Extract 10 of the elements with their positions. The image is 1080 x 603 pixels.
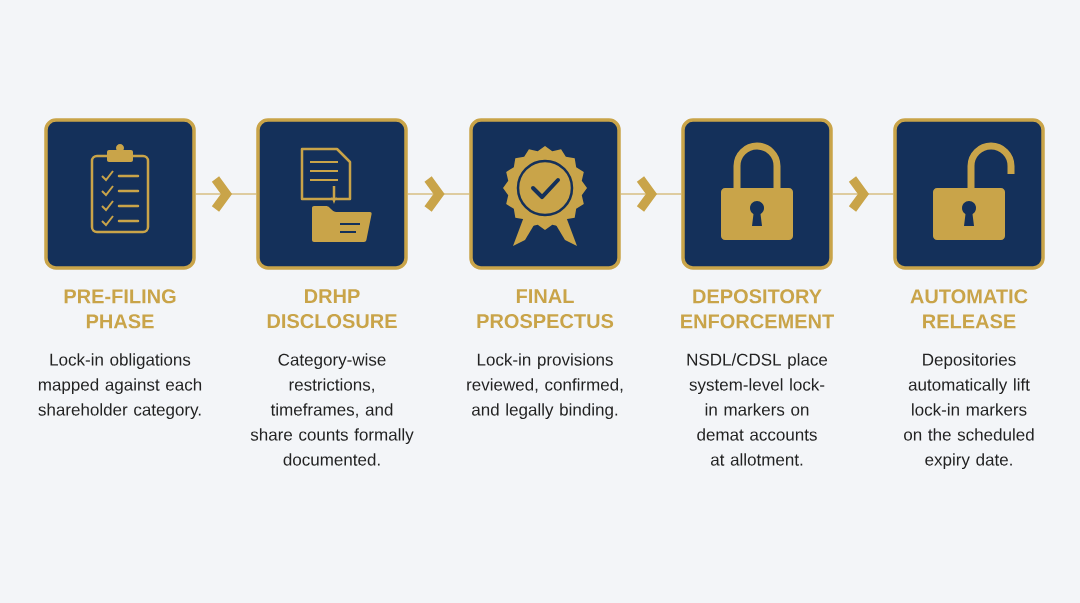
step-heading: DEPOSITORY ENFORCEMENT xyxy=(681,289,834,329)
step-heading: FINAL PROSPECTUS xyxy=(477,289,614,329)
step-heading: DRHP DISCLOSURE xyxy=(267,289,397,329)
step-description: NSDL/CDSL place system-level lock-in markers on demat accounts at allotment. xyxy=(687,353,828,466)
step-heading: AUTOMATIC RELEASE xyxy=(910,289,1028,329)
step-description: Lock-in provisions reviewed, confirmed, and legally binding. xyxy=(467,353,623,420)
step-description: Depositories automatically lift lock-in markers on the scheduled expiry date. xyxy=(904,353,1034,470)
step-description: Category-wise restrictions, timeframes, and share counts formally documented. xyxy=(250,353,414,466)
step-heading: PRE-FILING PHASE xyxy=(64,289,176,329)
step-description: Lock-in obligations mapped against each shareholder category. xyxy=(38,353,202,420)
